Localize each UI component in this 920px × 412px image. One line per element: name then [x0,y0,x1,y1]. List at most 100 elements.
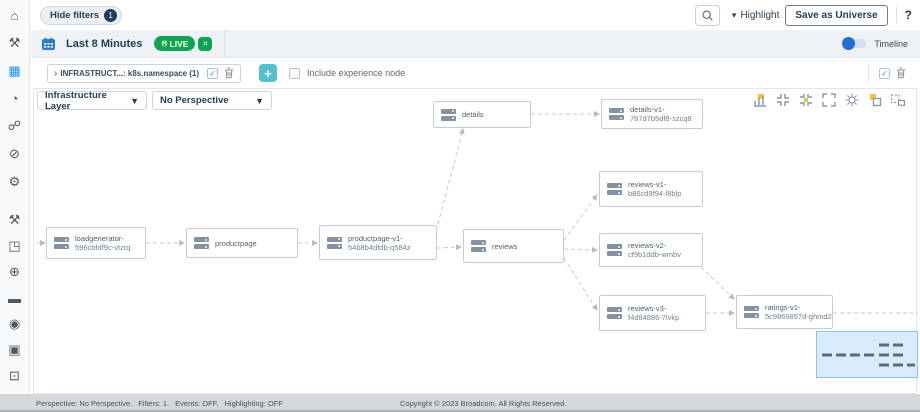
sidebar-bottom-group: ⚒ ◳ ⊕ ▬ ◉ ▣ ⊡ ∴ [6,212,24,412]
server-stack-icon [607,183,622,195]
node-label: reviews-v3- [628,304,667,313]
calendar-icon[interactable] [41,37,56,51]
map-icon[interactable]: ▦ [8,63,21,78]
server-stack-icon [607,244,622,256]
canvas-dropdowns: Infrastructure Layer ▼ No Perspective ▼ [37,89,272,112]
analytics-search-icon[interactable]: ☍ [7,118,22,133]
layer-dropdown[interactable]: Infrastructure Layer ▼ [37,89,147,112]
perspective-dropdown-value: No Perspective [160,95,229,106]
dashboard-gauge-icon[interactable]: ◔ [10,91,19,106]
node-reviews-v1[interactable]: reviews-v1-b86cd9f94-l8blp [599,171,703,207]
minimap[interactable] [816,331,918,378]
filter-chip-row: › INFRASTRUCT...: k8s.namespace (1) ✓ + … [31,58,920,88]
hide-filters-label: Hide filters [50,9,100,21]
globe-icon[interactable]: ⊕ [9,264,20,279]
include-experience-checkbox[interactable] [289,67,301,79]
copyright-text: Copyright © 2023 Broadcom. All Rights Re… [400,398,567,408]
search-icon [702,9,713,21]
lasso-select-icon[interactable] [890,92,906,108]
node-pod-id: b86cd9f94-l8blp [628,189,682,198]
package-icon[interactable]: ▣ [8,342,21,357]
highlight-dropdown[interactable]: ▾ Highlight [732,10,779,21]
node-reviews[interactable]: reviews [463,229,564,263]
server-stack-icon [609,108,624,120]
node-label: productpage-v1- [348,233,403,243]
topology-canvas[interactable]: Infrastructure Layer ▼ No Perspective ▼ [33,88,918,394]
help-button[interactable]: ? [904,8,912,22]
search-button[interactable] [694,4,720,26]
layer-dropdown-value: Infrastructure Layer [45,89,107,112]
node-productpage[interactable]: productpage [186,228,298,258]
node-label: ratings-v1- [765,303,801,312]
node-details[interactable]: details [433,101,531,128]
select-all-checkbox[interactable]: ✓ [879,67,890,79]
node-label: details-v1- [630,105,665,114]
timeline-label: Timeline [874,38,908,49]
perspective-dropdown[interactable]: No Perspective ▼ [152,91,272,110]
status-perspective: Perspective: No Perspective. [36,398,133,408]
group-node-icon[interactable] [867,92,883,108]
home-icon[interactable]: ⌂ [10,8,19,23]
broadcast-icon: ((•)) [161,40,167,47]
node-pod-id: cf9b1ddb-wmbv [628,250,681,259]
node-label: loadgenerator- [75,234,124,243]
minimap-content [822,343,915,367]
server-stack-icon [471,240,486,252]
live-label: LIVE [169,38,189,49]
chip-trash-icon[interactable] [224,67,234,79]
window-edge [0,410,920,412]
node-pod-id: 767d7b5df8-szcq8 [630,114,692,123]
folder-icon[interactable]: ▬ [8,290,21,306]
robot-icon[interactable]: ⚒ [8,212,21,227]
toggle-knob [842,37,856,50]
node-pod-id: 54b8b4dfdb-q584z [348,242,411,252]
node-ratings-v1[interactable]: ratings-v1-5c9869857d-ghmd2 [736,295,833,329]
chevron-down-icon: ▾ [731,9,737,20]
status-events: Events: OFF. [175,398,219,408]
node-pod-id: 596cbfdf9c-vtzrq [75,243,131,252]
left-nav-sidebar: ⌂ ⚒ ▦ ◔ ☍ ⊘ ⚙ ⚒ ◳ ⊕ ▬ ◉ ▣ ⊡ ∴ [0,0,30,412]
live-badge[interactable]: ((•)) LIVE [154,36,196,51]
node-loadgenerator[interactable]: loadgenerator-596cbfdf9c-vtzrq [46,227,146,259]
server-stack-icon [744,306,759,318]
plus-icon: + [264,65,272,81]
time-filter-bar: Last 8 Minutes ((•)) LIVE ✕ Timeline [31,30,920,58]
screen-share-icon[interactable]: ⊡ [9,368,20,383]
namespace-filter-label: INFRASTRUCT...: k8s.namespace (1) [60,68,200,78]
status-filters: Filters: 1. [138,398,170,408]
fit-selection-icon[interactable] [798,92,814,108]
server-stack-icon [54,237,69,249]
include-experience-label: Include experience node [307,68,406,78]
status-bar: Perspective: No Perspective. Filters: 1.… [0,394,920,412]
chip-checkbox[interactable]: ✓ [207,67,219,79]
layout-gear-icon[interactable] [844,92,860,108]
time-range-label[interactable]: Last 8 Minutes [66,37,143,50]
node-pod-id: 5c9869857d-ghmd2 [765,312,832,321]
namespace-filter-chip[interactable]: › INFRASTRUCT...: k8s.namespace (1) ✓ [47,63,242,83]
node-reviews-v2[interactable]: reviews-v2-cf9b1ddb-wmbv [599,233,703,267]
live-close-button[interactable]: ✕ [198,36,213,51]
hide-filters-button[interactable]: Hide filters 1 [40,5,123,25]
collapse-icon[interactable] [775,92,791,108]
settings-gear-icon[interactable]: ⚙ [8,174,21,189]
expand-icon[interactable] [821,92,837,108]
live-badge-group: ((•)) LIVE ✕ [154,36,213,51]
cube-icon[interactable]: ◳ [8,238,21,253]
server-stack-icon [607,307,622,319]
status-highlighting: Highlighting: OFF [224,398,283,408]
timeline-toggle[interactable] [842,37,867,50]
no-perspective-icon[interactable]: ⊘ [9,146,20,161]
chevron-down-icon: ▼ [255,95,264,106]
delete-selection-icon[interactable] [896,67,906,79]
row3-divider [868,64,869,82]
chart-icon[interactable] [752,92,768,108]
node-label: reviews [492,241,518,251]
automation-icon[interactable]: ⚒ [8,35,21,50]
node-details-v1[interactable]: details-v1-767d7b5df8-szcq8 [601,99,703,129]
node-reviews-v3[interactable]: reviews-v3-f4d84886-7lvkp [599,295,706,331]
save-as-universe-button[interactable]: Save as Universe [785,4,888,26]
add-filter-button[interactable]: + [259,64,278,82]
bell-icon[interactable]: ◉ [8,316,21,331]
chevron-down-icon: ▼ [130,95,139,106]
node-productpage-v1[interactable]: productpage-v1-54b8b4dfdb-q584z [319,225,437,260]
